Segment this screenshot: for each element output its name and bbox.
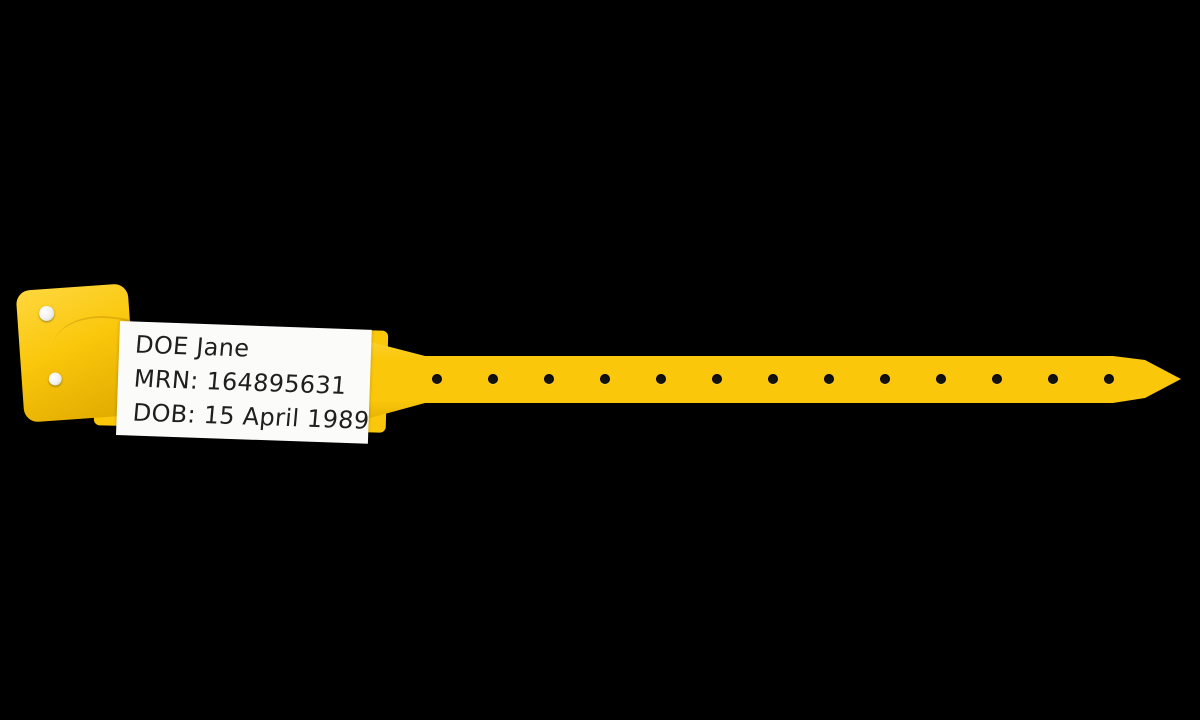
strap-hole: [488, 374, 498, 384]
strap-hole: [544, 374, 554, 384]
strap-hole: [600, 374, 610, 384]
strap-hole: [1104, 374, 1114, 384]
strap-hole: [712, 374, 722, 384]
strap-holes: [432, 374, 1114, 384]
label-panel: DOE Jane MRN: 164895631 DOB: 15 April 19…: [116, 321, 372, 444]
strap-hole: [432, 374, 442, 384]
strap-hole: [992, 374, 1002, 384]
patient-dob: DOB: 15 April 1989: [131, 398, 371, 435]
strap-hole: [1048, 374, 1058, 384]
strap-hole: [656, 374, 666, 384]
snap-stud-top: [38, 305, 55, 322]
strap-hole: [880, 374, 890, 384]
strap-hole: [936, 374, 946, 384]
strap-hole: [768, 374, 778, 384]
strap-hole: [824, 374, 834, 384]
snap-stud-bottom: [48, 372, 63, 386]
